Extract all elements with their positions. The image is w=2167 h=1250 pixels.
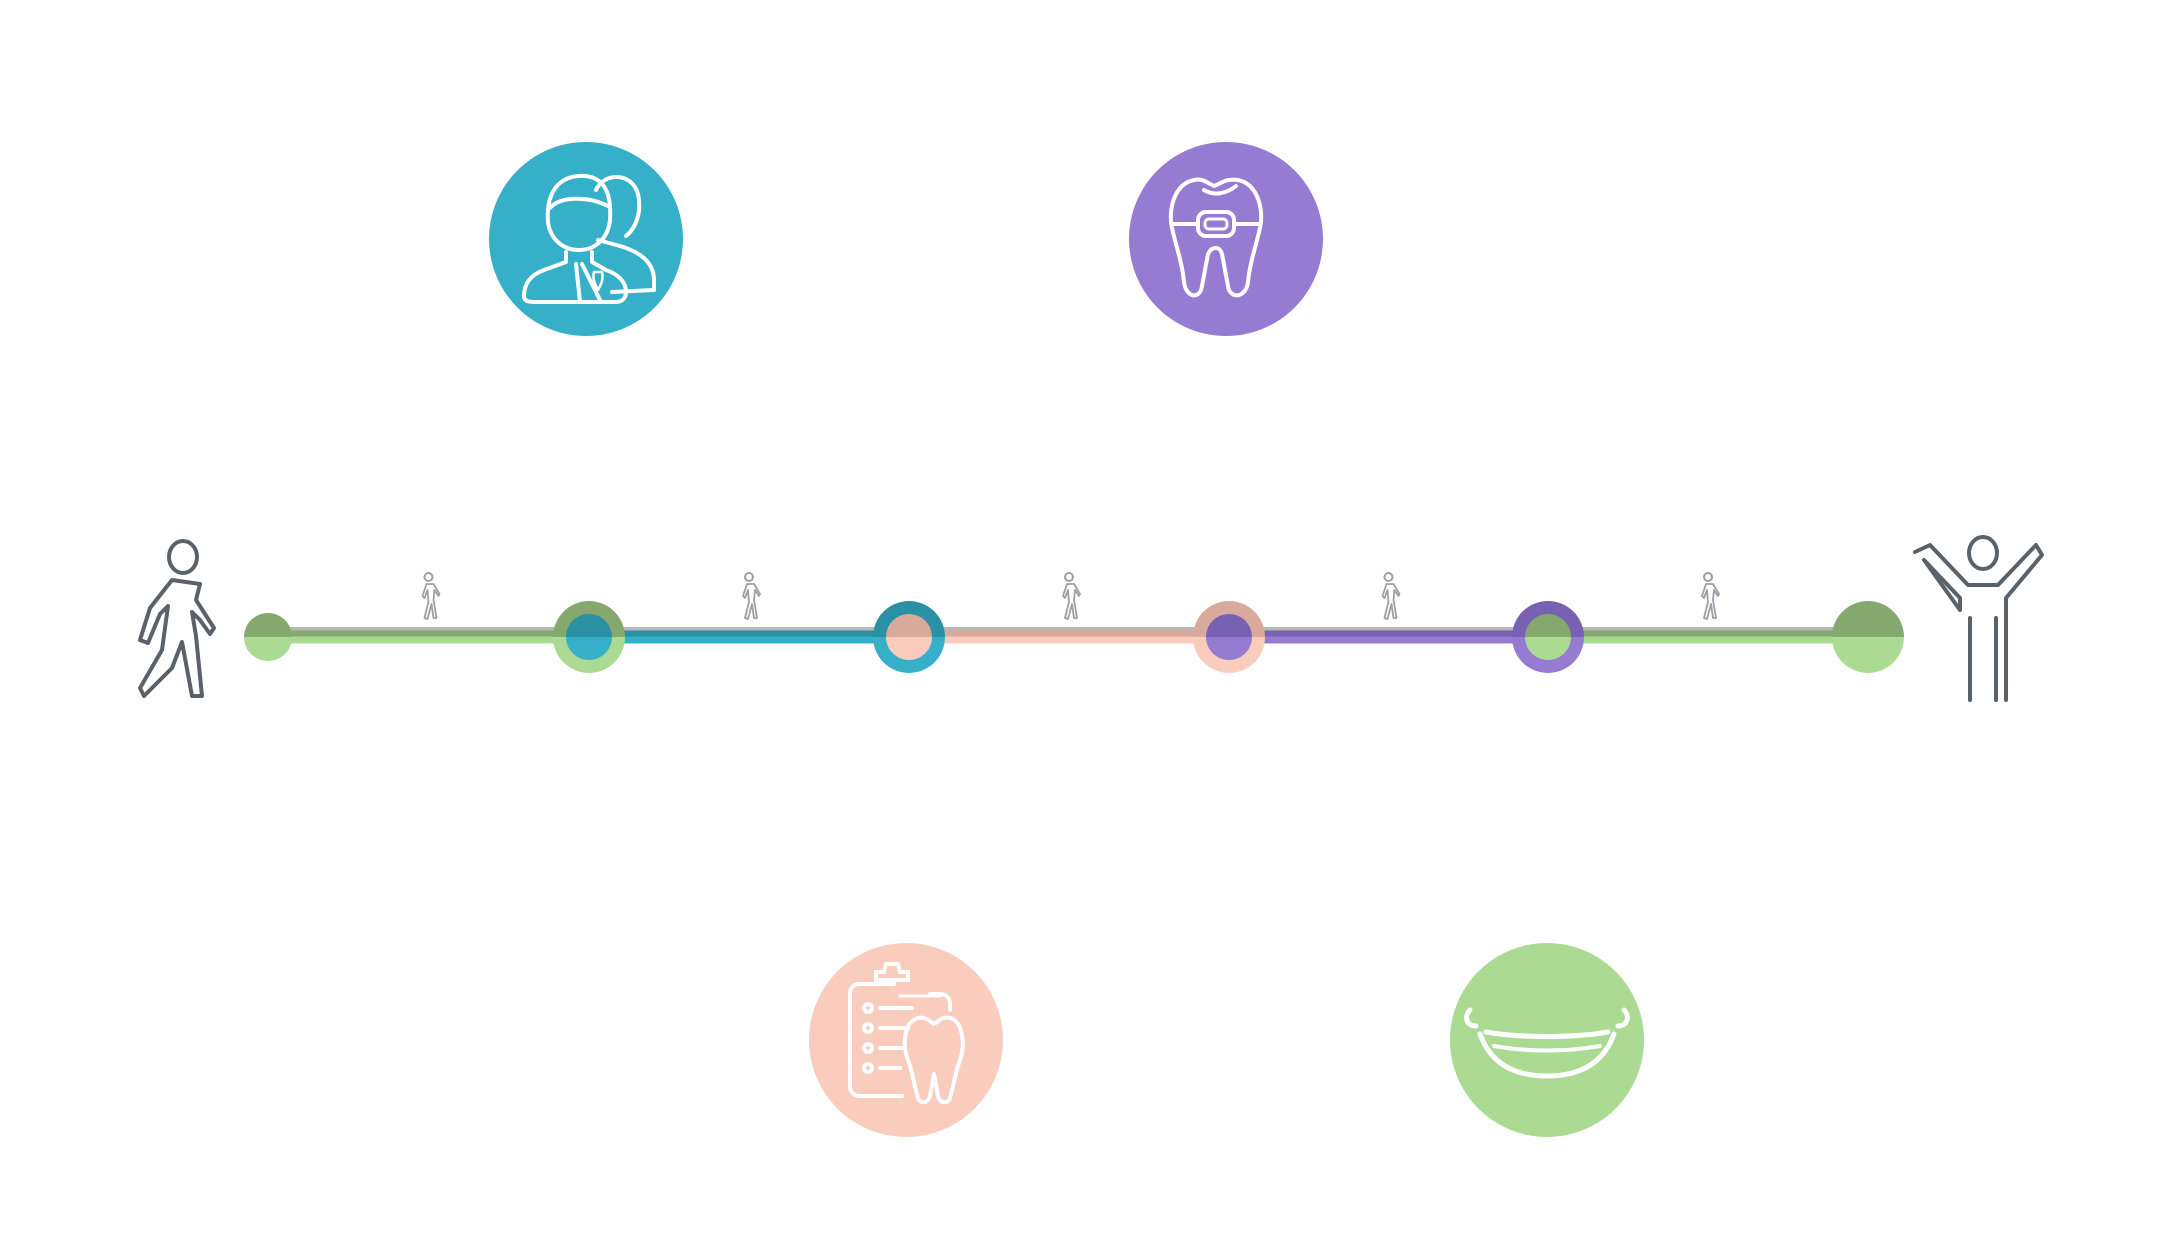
tooth-braces-icon — [1168, 177, 1264, 298]
node-half-top — [566, 614, 612, 637]
dentist-team-icon — [522, 173, 656, 304]
milestone-treatment-plan — [809, 943, 1003, 1137]
walking-person-icon — [138, 539, 216, 698]
milestone-circle — [1129, 142, 1323, 336]
node-half-bottom — [566, 637, 612, 660]
timeline-nodes — [244, 601, 1904, 673]
milestone-circle — [489, 142, 683, 336]
small-walker-icon — [421, 572, 441, 620]
small-walker-icon — [742, 572, 761, 620]
smile-icon — [1464, 1007, 1630, 1079]
node-half-top — [1832, 601, 1904, 637]
timeline-node — [1512, 601, 1584, 673]
timeline-node — [1193, 601, 1265, 673]
node-half-top — [244, 613, 292, 637]
node-half-bottom — [886, 637, 932, 660]
celebrating-person-icon — [1913, 535, 2044, 702]
small-walker-icon — [1701, 572, 1720, 620]
small-walker-icon — [1381, 572, 1401, 620]
dental-checklist-icon — [848, 962, 965, 1105]
milestone-braces — [1129, 142, 1323, 336]
node-half-bottom — [1206, 637, 1252, 660]
node-half-bottom — [1525, 637, 1571, 660]
node-half-top — [1206, 614, 1252, 637]
timeline-node — [553, 601, 625, 673]
milestone-consultation — [489, 142, 683, 336]
milestone-circle — [1450, 943, 1644, 1137]
small-walker-icon — [1062, 572, 1081, 620]
node-half-top — [886, 614, 932, 637]
node-half-top — [1525, 614, 1571, 637]
timeline-node — [1832, 601, 1904, 673]
timeline-segments — [268, 627, 1868, 644]
node-half-bottom — [1832, 637, 1904, 673]
milestone-new-smile — [1450, 943, 1644, 1137]
timeline-node — [244, 613, 292, 661]
timeline-node — [873, 601, 945, 673]
node-half-bottom — [244, 637, 292, 661]
